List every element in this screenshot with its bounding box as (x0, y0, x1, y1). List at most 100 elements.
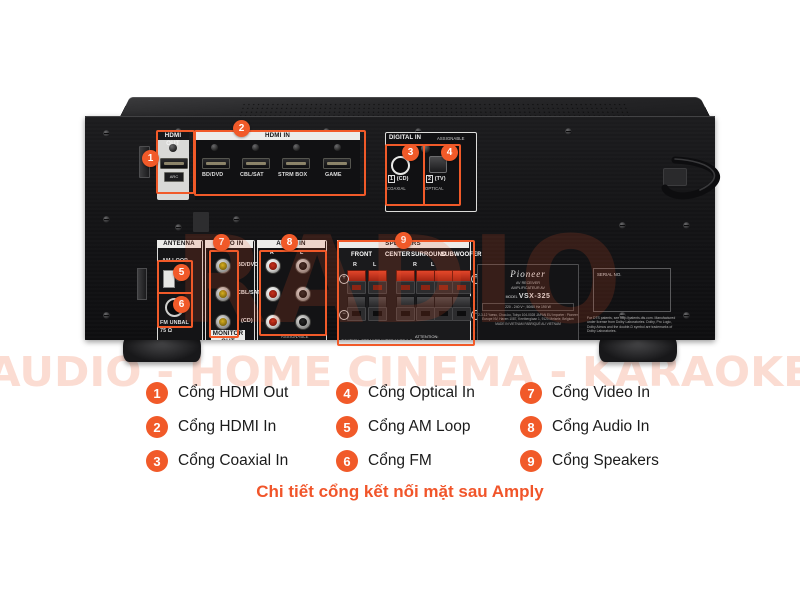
fm-antenna-label-2: 75 Ω (160, 328, 173, 334)
device-type-line-1: AV RECEIVER (516, 281, 540, 285)
coaxial-in-type-label: COAXIAL (387, 186, 406, 191)
legend-item[interactable]: 4 Cổng Optical In (336, 376, 475, 410)
speaker-terminal-front-l[interactable] (368, 270, 387, 321)
hdmi-in-port-strm-box[interactable] (282, 158, 310, 169)
legend-item[interactable]: 9 Cổng Speakers (520, 444, 659, 478)
chassis-foot-left (123, 336, 201, 362)
callout-badge-1[interactable]: 1 (142, 150, 159, 167)
pioneer-brand: Pioneer (510, 269, 546, 279)
hdmi-in-label-bd-dvd: BD/DVD (202, 172, 224, 178)
power-cord-port (663, 168, 687, 186)
callout-badge-5[interactable]: 5 (173, 264, 190, 281)
hdmi-out-arc-label: ARC (164, 172, 184, 182)
speakers-group-front: FRONT (351, 252, 373, 258)
audio-in-assignable-note: ASSIGNABLE (281, 334, 309, 339)
chassis-screw (415, 128, 422, 135)
legend-item[interactable]: 3 Cổng Coaxial In (146, 444, 288, 478)
am-loop-label: AM LOOP (162, 258, 188, 264)
optical-in-source: (TV) (434, 176, 446, 182)
am-loop-terminal[interactable] (163, 270, 175, 288)
hdmi-in-label-game: GAME (325, 172, 342, 178)
optical-in-jack[interactable] (429, 156, 447, 173)
callout-badge-3[interactable]: 3 (402, 144, 419, 161)
callout-badge-8[interactable]: 8 (281, 234, 298, 251)
speaker-terminal-surround-r[interactable] (416, 270, 435, 321)
monitor-out-label-1: MONITOR (211, 330, 245, 338)
audio-in-channel-r: R (270, 250, 274, 256)
digital-in-assignable-label: ASSIGNABLE (437, 136, 465, 141)
legend-badge-6: 6 (336, 450, 358, 472)
speakers-polarity-minus-left: − (339, 310, 349, 320)
optical-in-type-label: OPTICAL (425, 186, 444, 191)
speakers-group-surround: SURROUND (411, 252, 447, 258)
optical-in-source-label: 2 (TV) (426, 175, 446, 183)
speaker-terminal-surround-l[interactable] (434, 270, 453, 321)
hdmi-in-screw-icon (252, 144, 259, 151)
hdmi-in-port-game[interactable] (323, 158, 351, 169)
video-in-jack-monitor-out[interactable] (215, 314, 231, 330)
hdmi-in-screw-icon (334, 144, 341, 151)
audio-in-jack-cd-r[interactable] (265, 314, 281, 330)
audio-in-jack-bd-dvd-l[interactable] (295, 258, 311, 274)
chassis-screw (565, 128, 572, 135)
hdmi-in-port-bd-dvd[interactable] (202, 158, 230, 169)
hdmi-in-screw-icon (293, 144, 300, 151)
legend-badge-9: 9 (520, 450, 542, 472)
audio-in-jack-cd-l[interactable] (295, 314, 311, 330)
callout-badge-4[interactable]: 4 (441, 144, 458, 161)
speaker-terminal-front-r[interactable] (347, 270, 366, 321)
legend-label-4: Cổng Optical In (368, 384, 475, 401)
audio-in-channel-l: L (300, 250, 304, 256)
callout-badge-6[interactable]: 6 (173, 296, 190, 313)
antenna-plate (157, 240, 203, 340)
serial-number-box: SERIAL NO. (593, 268, 671, 312)
legend-column-3: 7 Cổng Video In 8 Cổng Audio In 9 Cổng S… (520, 376, 659, 478)
coaxial-in-jack[interactable] (391, 156, 410, 175)
figure-caption: Chi tiết cổng kết nối mặt sau Amply (256, 482, 544, 501)
legend-label-6: Cổng FM (368, 452, 432, 469)
chassis-screw (619, 222, 626, 229)
legend-item[interactable]: 8 Cổng Audio In (520, 410, 659, 444)
hdmi-in-header: HDMI IN (195, 132, 360, 140)
audio-in-jack-cbl-sat-l[interactable] (295, 286, 311, 302)
speakers-group-center: CENTER (385, 252, 411, 258)
video-in-jack-cbl-sat[interactable] (215, 286, 231, 302)
legend-item[interactable]: 2 Cổng HDMI In (146, 410, 288, 444)
chassis-screw (103, 130, 110, 137)
chassis-screw (175, 224, 182, 231)
speaker-terminal-center[interactable] (396, 270, 415, 321)
speaker-terminal-subwoofer[interactable] (452, 270, 471, 321)
video-in-jack-bd-dvd[interactable] (215, 258, 231, 274)
chassis-screw (103, 312, 110, 319)
legend-label-5: Cổng AM Loop (368, 418, 471, 435)
legend-item[interactable]: 7 Cổng Video In (520, 376, 659, 410)
coaxial-in-source-label: 1 (CD) (388, 175, 409, 183)
device-power-rating: 220 - 240 V~, 50/60 Hz 190 W (482, 303, 574, 312)
power-cord (661, 156, 720, 200)
callout-badge-9[interactable]: 9 (395, 232, 412, 249)
legend: 1 Cổng HDMI Out 2 Cổng HDMI In 3 Cổng Co… (0, 376, 800, 476)
legend-label-2: Cổng HDMI In (178, 418, 277, 435)
legend-item[interactable]: 5 Cổng AM Loop (336, 410, 475, 444)
legend-item[interactable]: 1 Cổng HDMI Out (146, 376, 288, 410)
audio-in-jack-bd-dvd-r[interactable] (265, 258, 281, 274)
hdmi-out-port[interactable] (160, 158, 188, 169)
device-address: 2-3-12 Yaesu, Chuo-ku, Tokyo 104-0028 JA… (478, 313, 578, 322)
callout-badge-2[interactable]: 2 (233, 120, 250, 137)
device-model-row: MODEL VSX-325 (478, 293, 578, 300)
fm-antenna-label-1: FM UNBAL (160, 320, 189, 326)
video-audio-row-label-bd-dvd: BD/DVD (237, 262, 259, 268)
speakers-front-r: R (353, 262, 357, 268)
speakers-front-l: L (373, 262, 377, 268)
digital-in-header: DIGITAL IN (389, 135, 422, 141)
hdmi-in-port-cbl-sat[interactable] (242, 158, 270, 169)
audio-in-jack-cbl-sat-r[interactable] (265, 286, 281, 302)
hdmi-in-screw-icon (211, 144, 218, 151)
hdmi-out-screw-icon (169, 144, 177, 152)
legend-item[interactable]: 6 Cổng FM (336, 444, 475, 478)
speakers-polarity-plus-left: + (339, 274, 349, 284)
amplifier-rear-panel: HDMI OUT ARC HDMI IN BD/DVD CBL/SAT STRM… (85, 88, 720, 362)
callout-badge-7[interactable]: 7 (213, 234, 230, 251)
model-label-1: MODEL (505, 295, 518, 300)
